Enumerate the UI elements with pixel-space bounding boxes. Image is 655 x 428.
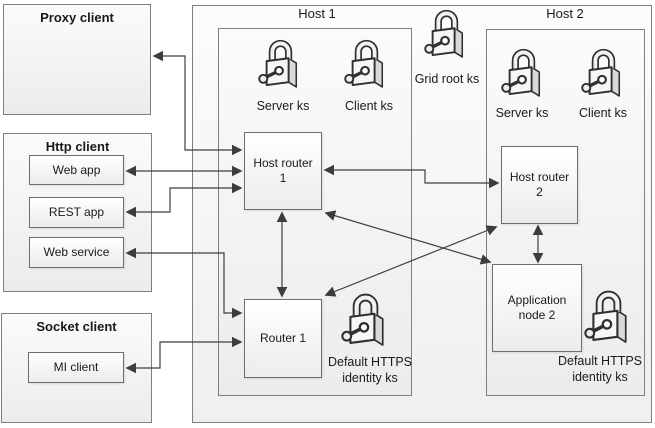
grid-root-ks-label: Grid root ks bbox=[414, 72, 480, 86]
host2-client-ks-label: Client ks bbox=[579, 106, 627, 120]
web-service-node: Web service bbox=[29, 237, 124, 268]
host2-server-keystore-padlock-icon bbox=[501, 42, 545, 104]
proxy-client-box: Proxy client bbox=[3, 4, 151, 115]
grid-root-keystore-padlock-icon bbox=[424, 3, 468, 65]
router-1-node: Router 1 bbox=[244, 299, 322, 378]
host1-default-https-ks-label: Default HTTPS identity ks bbox=[327, 355, 413, 385]
http-client-title: Http client bbox=[45, 139, 110, 154]
application-node-2-node: Application node 2 bbox=[492, 264, 582, 352]
host1-default-https-keystore-padlock-icon bbox=[341, 288, 389, 352]
host1-server-keystore-padlock-icon bbox=[258, 33, 302, 95]
host2-default-https-keystore-padlock-icon bbox=[584, 285, 632, 349]
host1-title: Host 1 bbox=[298, 6, 336, 21]
host1-client-keystore-padlock-icon bbox=[344, 33, 388, 95]
host1-server-ks-label: Server ks bbox=[256, 99, 310, 113]
rest-app-node: REST app bbox=[29, 197, 124, 228]
host2-title: Host 2 bbox=[546, 6, 584, 21]
host2-client-keystore-padlock-icon bbox=[581, 42, 625, 104]
mi-client-node: MI client bbox=[28, 352, 124, 383]
host2-default-https-ks-label: Default HTTPS identity ks bbox=[557, 354, 643, 384]
host-router-1-node: Host router 1 bbox=[244, 132, 322, 210]
host2-server-ks-label: Server ks bbox=[495, 106, 549, 120]
web-app-node: Web app bbox=[29, 155, 124, 185]
host-router-2-node: Host router 2 bbox=[501, 146, 578, 224]
host1-client-ks-label: Client ks bbox=[345, 99, 393, 113]
socket-client-title: Socket client bbox=[36, 319, 117, 334]
proxy-client-title: Proxy client bbox=[40, 10, 114, 25]
